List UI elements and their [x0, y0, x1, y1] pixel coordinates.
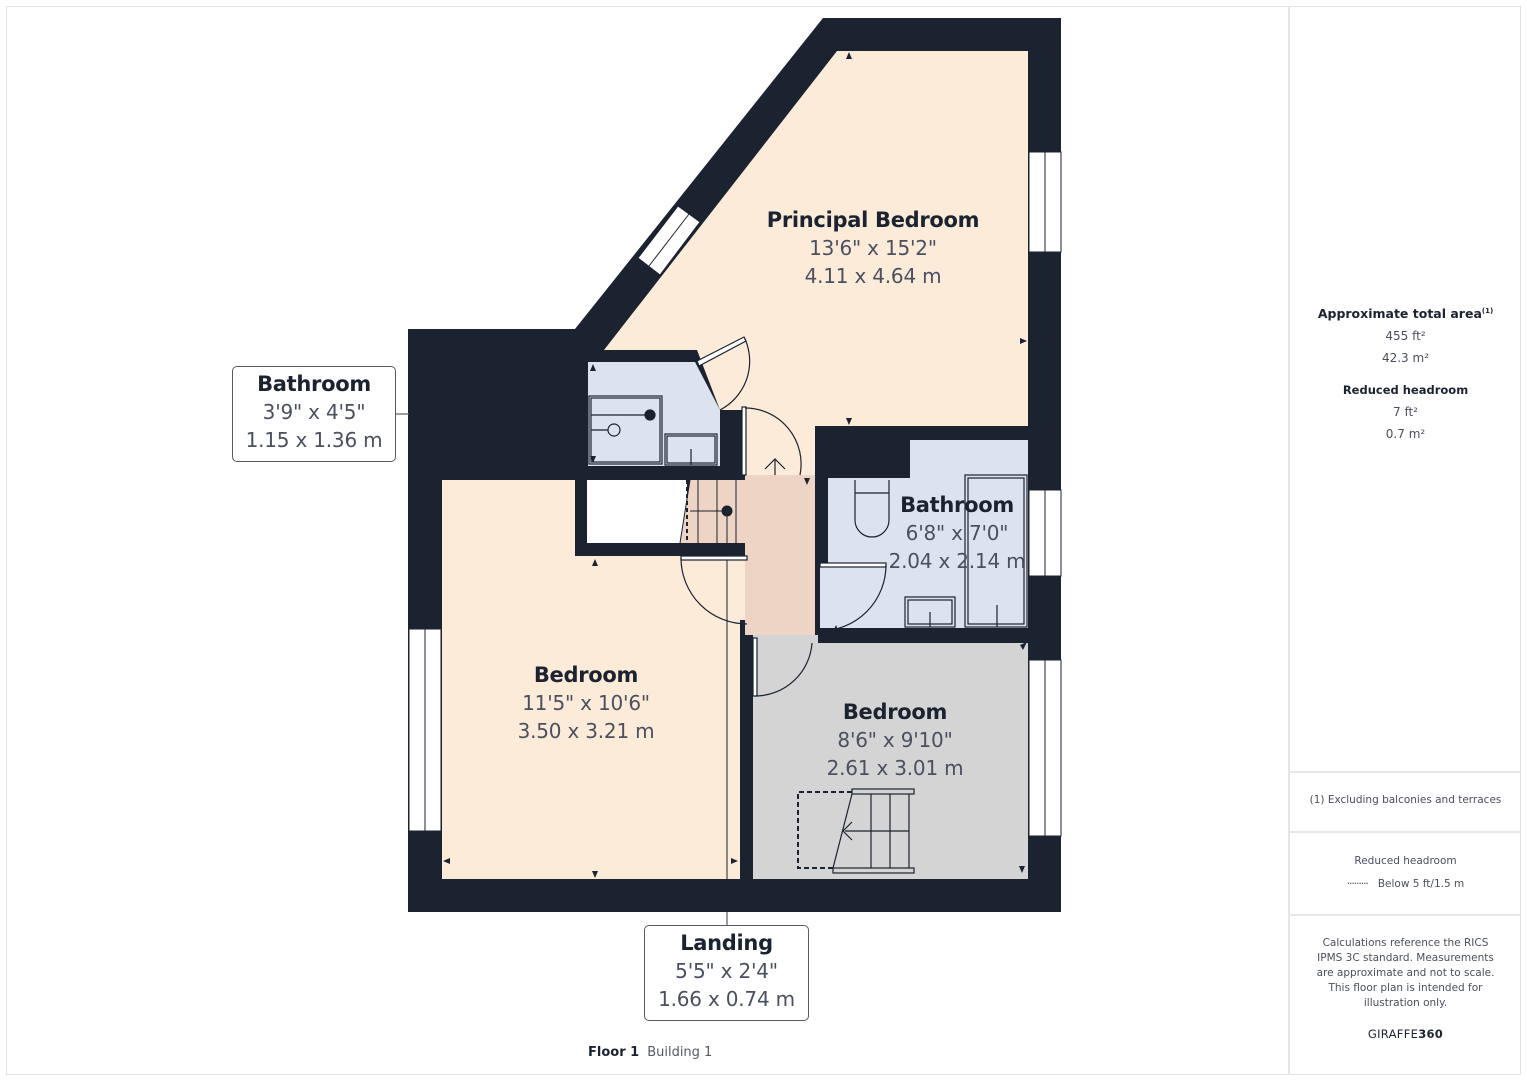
page-frame	[6, 6, 1521, 1075]
landing-door	[741, 406, 802, 476]
reduced-headroom-ft: 7 ft²	[1393, 405, 1418, 419]
legend-row: ········· Below 5 ft/1.5 m	[1290, 877, 1521, 892]
room-name: Bathroom	[900, 493, 1014, 517]
callout-name: Landing	[680, 931, 773, 955]
room-dim-metric: 4.11 x 4.64 m	[804, 264, 942, 288]
ensuite-door	[696, 336, 751, 411]
footnote-text: (1) Excluding balconies and terraces	[1309, 794, 1502, 806]
reduced-headroom-m: 0.7 m²	[1385, 427, 1426, 441]
lower-stairs	[797, 788, 915, 874]
landing-floor	[745, 475, 815, 635]
panel-divider	[1290, 914, 1521, 916]
legend-title: Reduced headroom	[1354, 855, 1457, 867]
floor-plan-drawing	[396, 18, 1062, 925]
measure-marks	[443, 52, 1027, 878]
callout-name: Bathroom	[257, 372, 371, 396]
windows	[408, 151, 1062, 837]
legend-block: Reduced headroom ········· Below 5 ft/1.5…	[1290, 854, 1521, 892]
callout-dim-imperial: 3'9" x 4'5"	[262, 400, 366, 424]
callout-dim-imperial: 5'5" x 2'4"	[675, 959, 778, 983]
legend-text: Below 5 ft/1.5 m	[1377, 878, 1465, 890]
main-bathroom-label: Bathroom 6'8" x 7'0" 2.04 x 2.14 m	[889, 492, 1026, 575]
room-dim-imperial: 6'8" x 7'0"	[905, 521, 1009, 545]
landing-callout: Landing 5'5" x 2'4" 1.66 x 0.74 m	[644, 925, 809, 1021]
total-area-ft: 455 ft²	[1385, 329, 1426, 343]
brand-logo: GIRAFFE360	[1367, 1027, 1444, 1041]
principal-bedroom-floor	[604, 51, 1028, 475]
room-dim-metric: 2.61 x 3.01 m	[826, 756, 964, 780]
total-area-block: Approximate total area(1) 455 ft² 42.3 m…	[1290, 306, 1521, 441]
floor-plan-area: Principal Bedroom 13'6" x 15'2" 4.11 x 4…	[7, 7, 1287, 1074]
footnote-marker: (1)	[1481, 306, 1494, 315]
reduced-headroom-title: Reduced headroom	[1342, 383, 1469, 397]
room-dim-metric: 3.50 x 3.21 m	[517, 719, 655, 743]
principal-bedroom-label: Principal Bedroom 13'6" x 15'2" 4.11 x 4…	[767, 207, 980, 290]
area-summary-panel: Approximate total area(1) 455 ft² 42.3 m…	[1288, 6, 1521, 1075]
disclaimer-text: Calculations reference the RICS IPMS 3C …	[1316, 937, 1495, 1009]
room-dim-imperial: 8'6" x 9'10"	[837, 728, 953, 752]
callout-dim-metric: 1.15 x 1.36 m	[245, 428, 383, 452]
floor-footer: Floor 1 Building 1	[588, 1045, 712, 1060]
stairs	[679, 479, 737, 879]
room-name: Bedroom	[842, 700, 948, 724]
total-area-m: 42.3 m²	[1381, 351, 1430, 365]
main-bathroom-fixtures	[819, 474, 1028, 632]
right-bedroom-door	[752, 637, 813, 697]
room-name: Principal Bedroom	[766, 208, 980, 232]
disclaimer-block: Calculations reference the RICS IPMS 3C …	[1290, 936, 1521, 1041]
room-dim-imperial: 11'5" x 10'6"	[522, 691, 650, 715]
left-bedroom-door	[680, 555, 748, 625]
cupboard-void	[587, 480, 687, 543]
callout-dim-metric: 1.66 x 0.74 m	[658, 987, 795, 1011]
panel-divider	[1290, 771, 1521, 773]
main-bathroom-floor	[820, 440, 1028, 628]
room-dim-imperial: 13'6" x 15'2"	[809, 236, 937, 260]
ensuite-fixtures	[588, 395, 718, 466]
ensuite-bathroom-callout: Bathroom 3'9" x 4'5" 1.15 x 1.36 m	[232, 366, 396, 462]
room-name: Bedroom	[533, 663, 639, 687]
left-bedroom-label: Bedroom 11'5" x 10'6" 3.50 x 3.21 m	[518, 662, 655, 745]
room-dim-metric: 2.04 x 2.14 m	[888, 549, 1026, 573]
floor-label: Floor 1	[588, 1045, 640, 1060]
left-bedroom-floor	[442, 480, 745, 879]
building-label: Building 1	[647, 1045, 713, 1060]
total-area-title: Approximate total area(1)	[1317, 306, 1494, 321]
panel-divider	[1290, 831, 1521, 833]
dotted-line-icon: ·········	[1346, 878, 1369, 890]
right-bedroom-label: Bedroom 8'6" x 9'10" 2.61 x 3.01 m	[827, 699, 964, 782]
